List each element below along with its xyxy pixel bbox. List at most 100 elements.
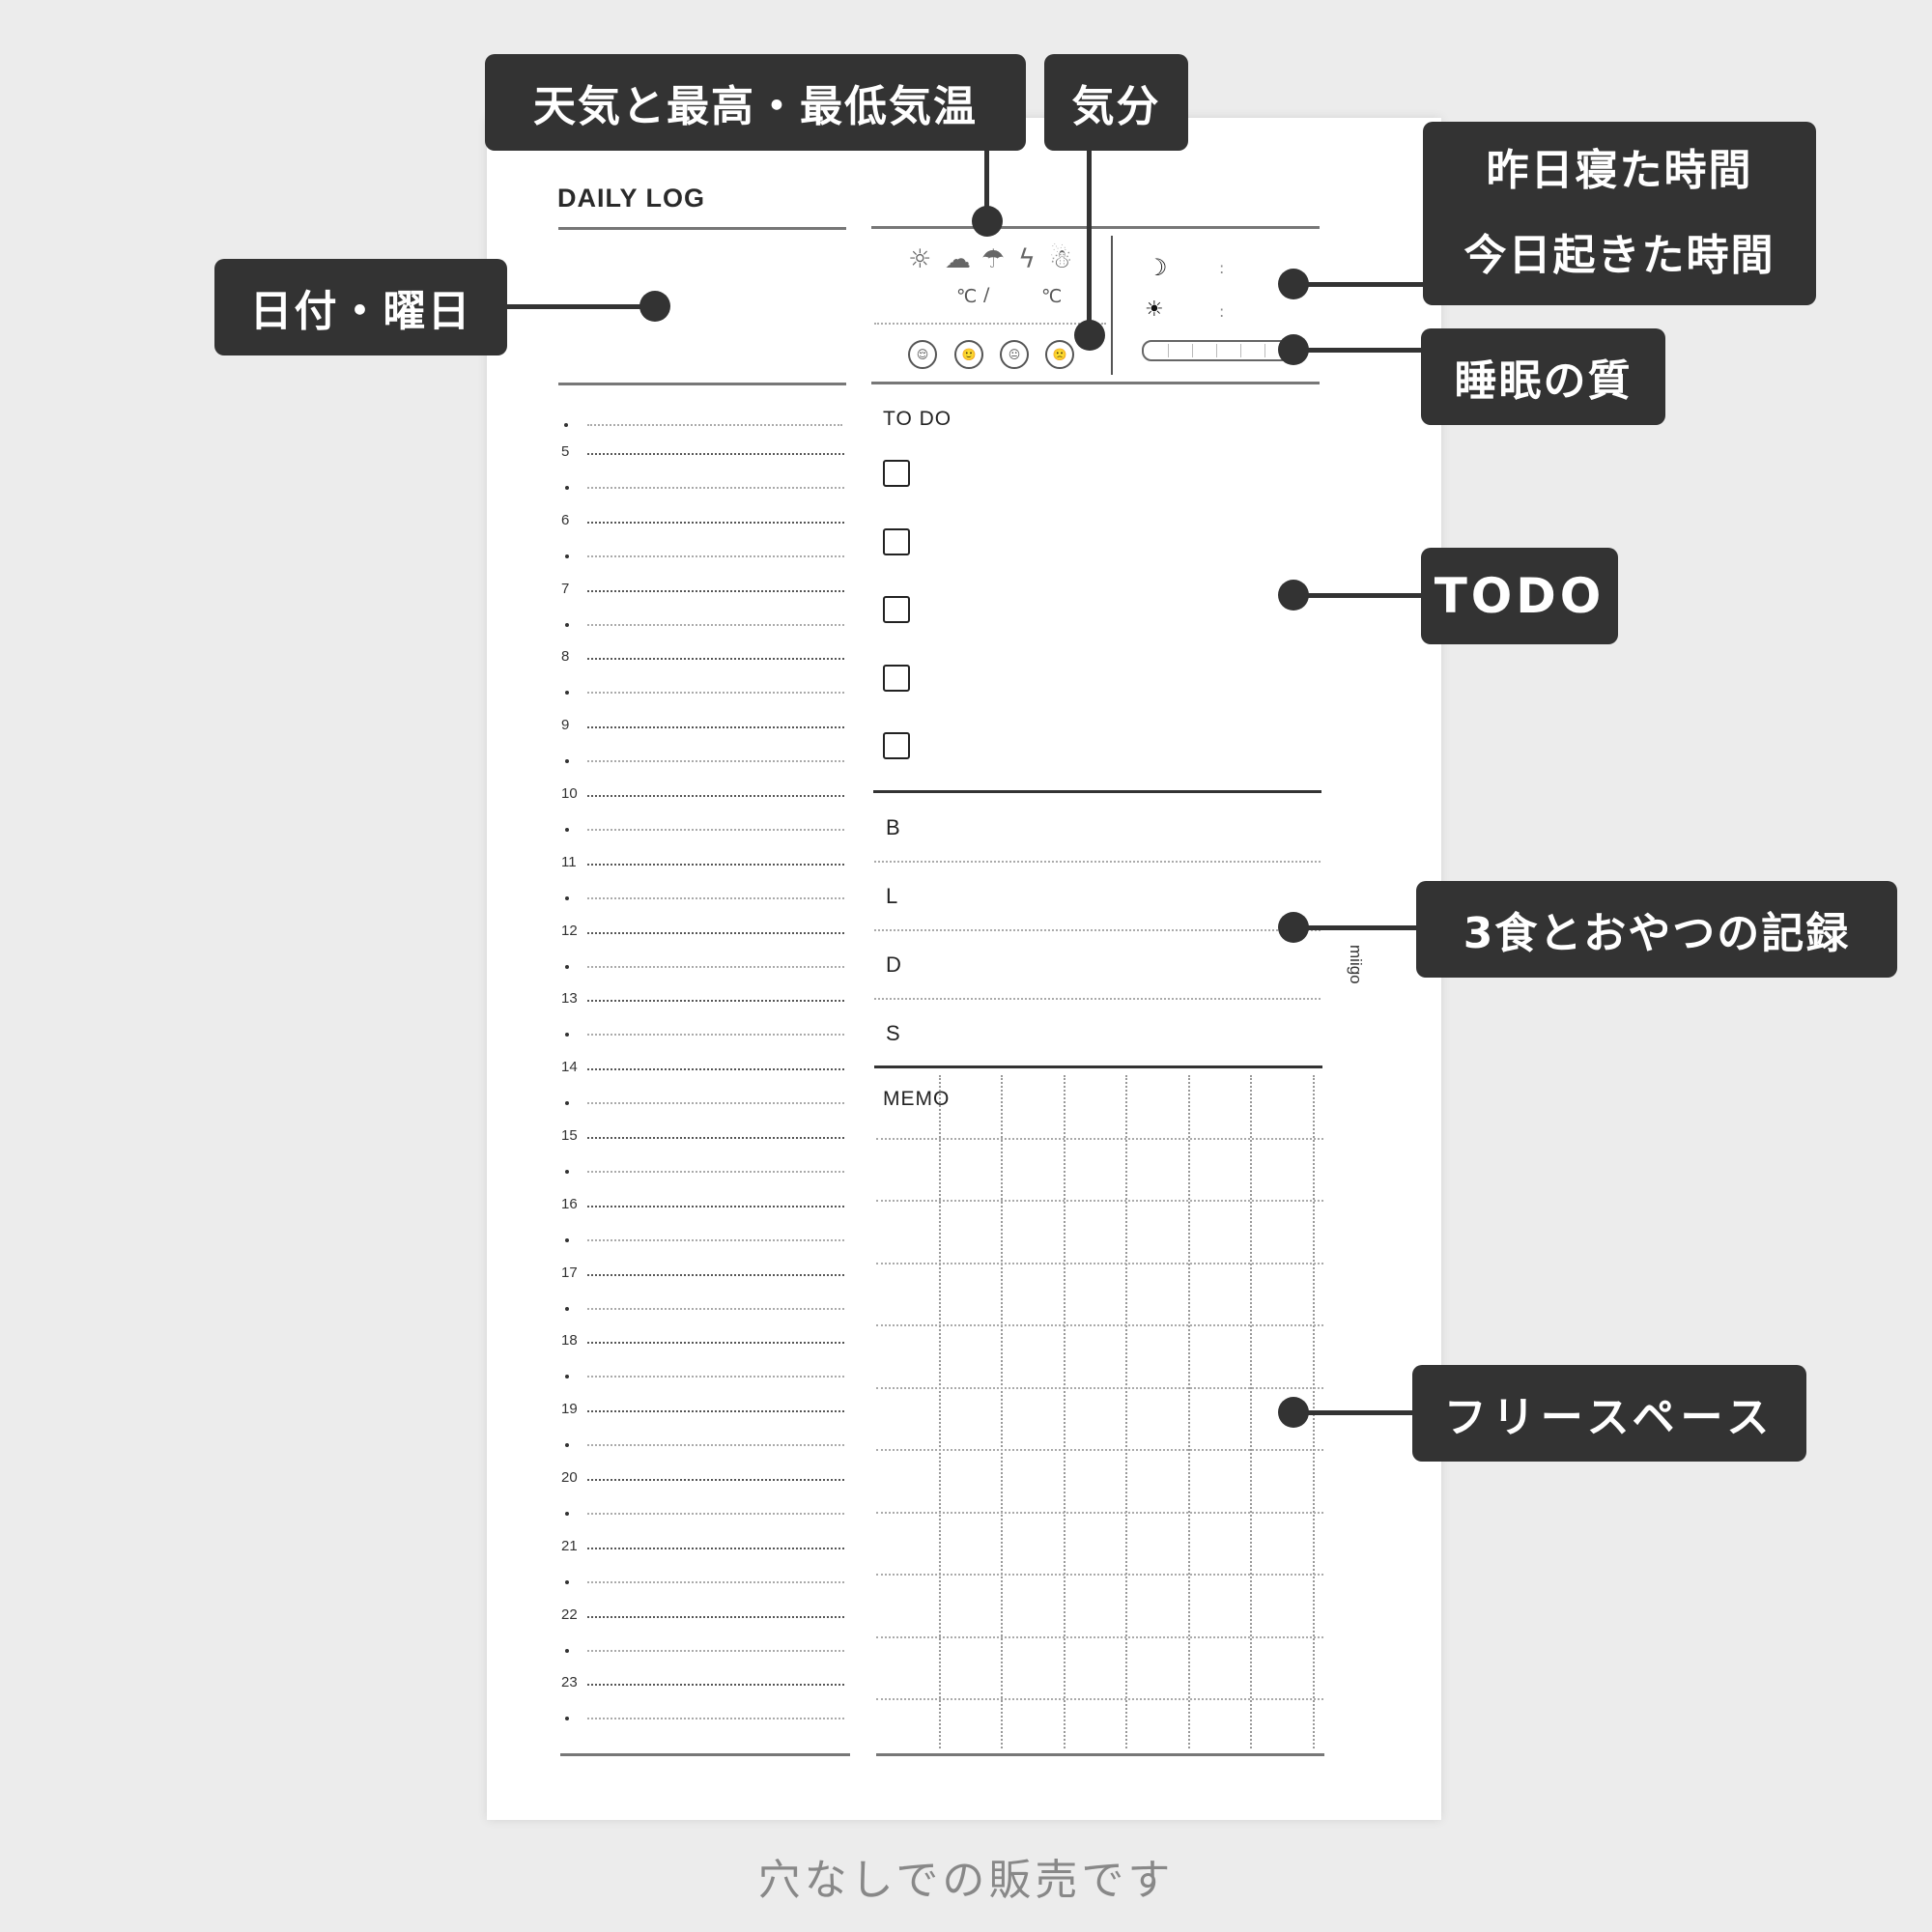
mood-face-2[interactable]: 🙂 [954, 340, 983, 369]
hour-line[interactable] [587, 1068, 844, 1070]
half-hour-dot [565, 691, 569, 695]
hour-line[interactable] [587, 1616, 844, 1618]
half-hour-line[interactable] [587, 1444, 844, 1446]
hour-line[interactable] [587, 1274, 844, 1276]
hour-line[interactable] [587, 453, 844, 455]
callout-sleep-quality: 睡眠の質 [1421, 328, 1665, 425]
half-hour-line[interactable] [587, 1171, 844, 1173]
hour-label: 16 [561, 1196, 578, 1212]
umbrella-icon[interactable]: ☂ [981, 244, 1006, 274]
callout-sleep-quality-pin [1278, 334, 1309, 365]
meal-label-l: L [886, 884, 898, 908]
half-hour-line[interactable] [587, 1376, 844, 1378]
hour-line[interactable] [587, 1342, 844, 1344]
callout-sleep-time-line2: 今日起きた時間 [1463, 231, 1776, 280]
todo-checkbox[interactable] [883, 528, 910, 555]
hour-line[interactable] [587, 1000, 844, 1002]
half-hour-line[interactable] [587, 1718, 844, 1719]
half-hour-line[interactable] [587, 897, 844, 899]
half-hour-line[interactable] [587, 1650, 844, 1652]
hour-line[interactable] [587, 1206, 844, 1208]
half-hour-line[interactable] [587, 1581, 844, 1583]
half-hour-dot [565, 1443, 569, 1447]
callout-mood: 気分 [1044, 54, 1188, 151]
hour-line[interactable] [587, 726, 844, 728]
half-hour-dot [565, 1101, 569, 1105]
callout-sleep-time-pin [1278, 269, 1309, 299]
half-hour-dot [565, 554, 569, 558]
date-area-bottom-rule [558, 383, 846, 385]
memo-grid-row [876, 1200, 1323, 1202]
half-hour-line[interactable] [587, 487, 844, 489]
todo-checkbox[interactable] [883, 596, 910, 623]
mood-face-4[interactable]: 🙁 [1045, 340, 1074, 369]
callout-free-space-line [1294, 1410, 1412, 1415]
half-hour-line[interactable] [587, 1102, 844, 1104]
sleep-quality-bar[interactable] [1142, 340, 1291, 361]
meal-label-d: D [886, 952, 901, 977]
half-hour-dot [565, 1307, 569, 1311]
hour-line[interactable] [587, 932, 844, 934]
callout-weather-line [984, 151, 989, 220]
half-hour-line[interactable] [587, 1513, 844, 1515]
temp-high-unit: ℃ [956, 286, 978, 307]
meal-line[interactable] [874, 861, 1321, 863]
half-hour-line[interactable] [587, 1308, 844, 1310]
half-hour-dot [565, 1033, 569, 1037]
hour-line[interactable] [587, 864, 844, 866]
callout-mood-line [1087, 151, 1092, 334]
todo-checkbox[interactable] [883, 460, 910, 487]
hour-line[interactable] [587, 1479, 844, 1481]
half-hour-line[interactable] [587, 966, 844, 968]
half-hour-line[interactable] [587, 1034, 844, 1036]
hour-label: 22 [561, 1606, 578, 1623]
meal-line[interactable] [874, 929, 1321, 931]
cloud-icon[interactable]: ☁ [945, 244, 971, 274]
hour-label: 9 [561, 717, 570, 733]
meals-bottom-rule [874, 1065, 1322, 1068]
callout-weather-pin [972, 206, 1003, 237]
callout-sleep-quality-line [1294, 348, 1421, 353]
weather-mood-divider [874, 323, 1106, 325]
wake-colon: : [1219, 302, 1225, 321]
half-hour-dot [565, 965, 569, 969]
half-hour-line[interactable] [587, 692, 844, 694]
hour-label: 13 [561, 990, 578, 1007]
hour-line[interactable] [587, 522, 844, 524]
half-hour-line[interactable] [587, 624, 844, 626]
half-hour-dot [565, 759, 569, 763]
half-hour-dot [565, 486, 569, 490]
snowman-icon[interactable]: ☃ [1049, 244, 1073, 274]
half-hour-dot [565, 1717, 569, 1720]
mood-face-3[interactable]: 😐 [1000, 340, 1029, 369]
memo-grid-row [876, 1138, 1323, 1140]
half-hour-line[interactable] [587, 555, 844, 557]
half-hour-dot [565, 1375, 569, 1378]
hour-line[interactable] [587, 795, 844, 797]
hour-label: 5 [561, 443, 570, 460]
schedule-bottom-rule [560, 1753, 850, 1756]
callout-meals-pin [1278, 912, 1309, 943]
todo-checkbox[interactable] [883, 732, 910, 759]
callout-date: 日付・曜日 [214, 259, 507, 355]
half-hour-line[interactable] [587, 1239, 844, 1241]
hour-line[interactable] [587, 590, 844, 592]
hour-line[interactable] [587, 658, 844, 660]
hour-line[interactable] [587, 1684, 844, 1686]
half-hour-line [587, 424, 842, 426]
todo-checkbox[interactable] [883, 665, 910, 692]
hour-line[interactable] [587, 1410, 844, 1412]
callout-sleep-time-line1: 昨日寝た時間 [1486, 146, 1753, 195]
hour-line[interactable] [587, 1548, 844, 1549]
callout-meals-line [1294, 925, 1416, 930]
half-hour-line[interactable] [587, 760, 844, 762]
sun-icon[interactable]: ☼ [908, 244, 932, 274]
half-hour-line[interactable] [587, 829, 844, 831]
mood-face-1[interactable]: 😌 [908, 340, 937, 369]
hour-line[interactable] [587, 1137, 844, 1139]
memo-grid-col [1250, 1075, 1252, 1748]
hour-label: 19 [561, 1401, 578, 1417]
lightning-icon[interactable]: ϟ [1018, 244, 1036, 274]
meal-line[interactable] [874, 998, 1321, 1000]
memo-bottom-rule [876, 1753, 1324, 1756]
